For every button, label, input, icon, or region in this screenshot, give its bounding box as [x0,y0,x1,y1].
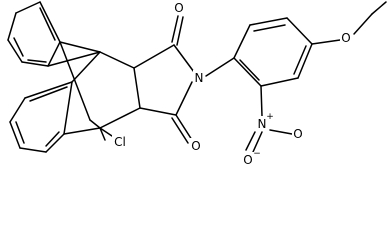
molecule-drawing: O N O Cl O N + O O − [7,0,387,167]
aryl-ring [205,17,313,87]
nitro-group [245,85,293,153]
atom-chlorine: Cl [112,134,128,149]
atom-oxygen-ether: O [340,30,352,45]
svg-text:O: O [174,1,183,15]
atom-nitro-nitrogen: N + [256,112,274,131]
svg-text:O: O [293,127,302,141]
svg-text:N: N [258,117,267,131]
svg-text:O: O [341,31,350,45]
nitro-minus-charge: − [253,149,261,159]
atom-nitro-oxygen-lower: O − [242,149,261,167]
svg-text:O: O [191,139,200,153]
nitro-plus-charge: + [266,112,274,122]
ethoxy-group [311,1,387,45]
atom-oxygen-top: O [173,0,185,15]
atom-nitrogen-ring: N [193,70,205,85]
imide-ring [133,15,195,144]
svg-text:N: N [195,71,204,85]
lower-benzo-ring [9,81,73,153]
chloro-bond [99,127,113,137]
svg-text:Cl: Cl [114,135,126,149]
bicyclic-bridge [47,41,141,141]
atom-nitro-oxygen-upper: O [292,126,304,141]
svg-text:O: O [243,153,252,167]
atom-oxygen-bottom: O [190,138,202,153]
upper-benzo-ring [7,1,61,67]
chemical-structure-canvas: O N O Cl O N + O O − [7,0,387,167]
